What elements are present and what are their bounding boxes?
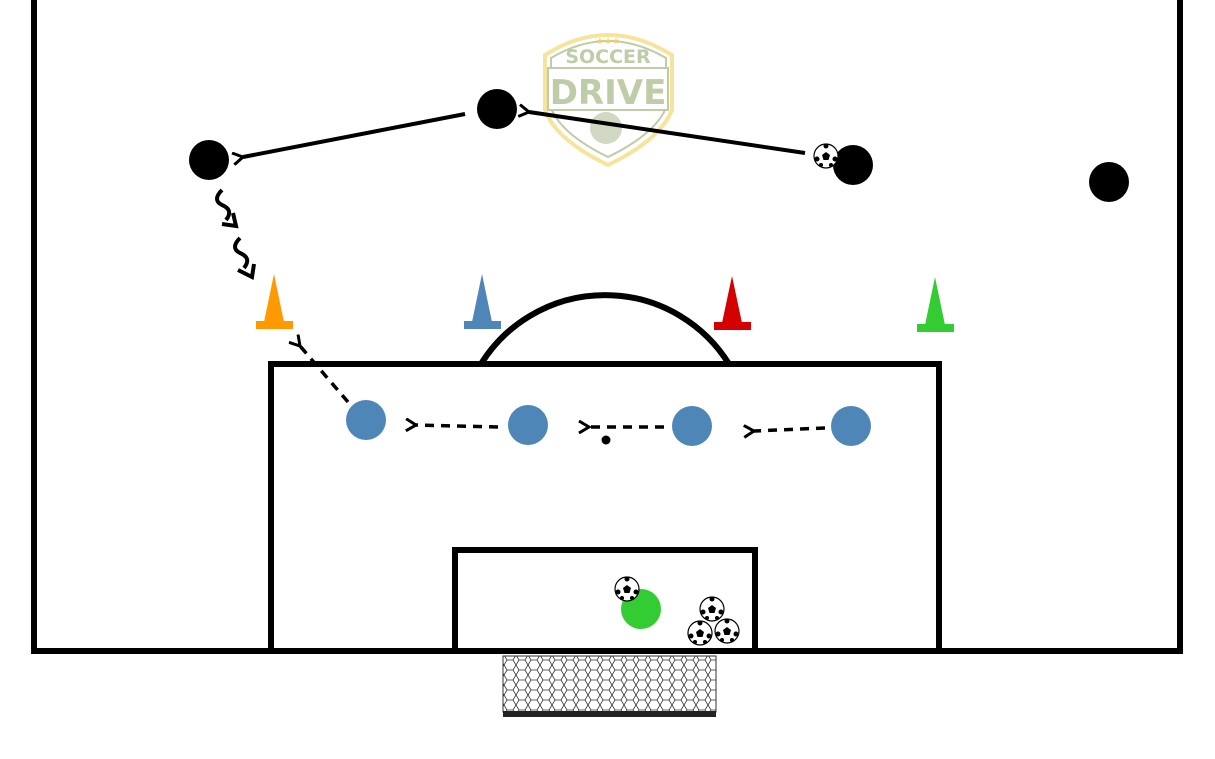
- defender-player: [831, 406, 871, 446]
- soccer-ball-icon: [614, 575, 640, 602]
- soccer-drive-logo: ★★★ SOCCER DRIVE: [543, 33, 674, 168]
- run-arrows: [300, 346, 826, 431]
- field-lines: [31, 0, 1183, 654]
- run-arrow: [300, 346, 350, 404]
- attacker-player: [833, 145, 873, 185]
- attacker-player: [189, 140, 229, 180]
- soccer-ball-icon: [813, 142, 839, 169]
- cone-blue: [464, 274, 501, 329]
- soccer-ball-icon: [714, 617, 740, 644]
- cone-green: [917, 277, 954, 332]
- cone-red: [714, 276, 751, 330]
- logo-ball-icon: [590, 112, 622, 144]
- cone-orange: [256, 274, 293, 329]
- defenders: [346, 400, 871, 446]
- defender-player: [346, 400, 386, 440]
- logo-stars: ★★★: [596, 37, 620, 47]
- logo-text-soccer: SOCCER: [565, 46, 651, 68]
- pass-arrow: [243, 112, 466, 157]
- pass-arrows: [243, 112, 806, 157]
- defender-player: [508, 405, 548, 445]
- goal-net: [502, 655, 717, 717]
- attacker-player: [477, 89, 517, 129]
- attackers: [189, 89, 1129, 202]
- defender-player: [672, 406, 712, 446]
- run-arrow: [754, 428, 826, 431]
- dribble-arrow: [215, 188, 256, 281]
- soccer-ball-icon: [699, 595, 725, 622]
- marker-dot: [601, 435, 611, 445]
- penalty-arc: [478, 292, 732, 366]
- attacker-player: [1089, 162, 1129, 202]
- soccer-ball-icon: [687, 619, 713, 646]
- pass-arrow: [529, 112, 806, 155]
- goal-area: [452, 547, 758, 654]
- run-arrow: [416, 425, 499, 427]
- logo-text-drive: DRIVE: [550, 73, 667, 113]
